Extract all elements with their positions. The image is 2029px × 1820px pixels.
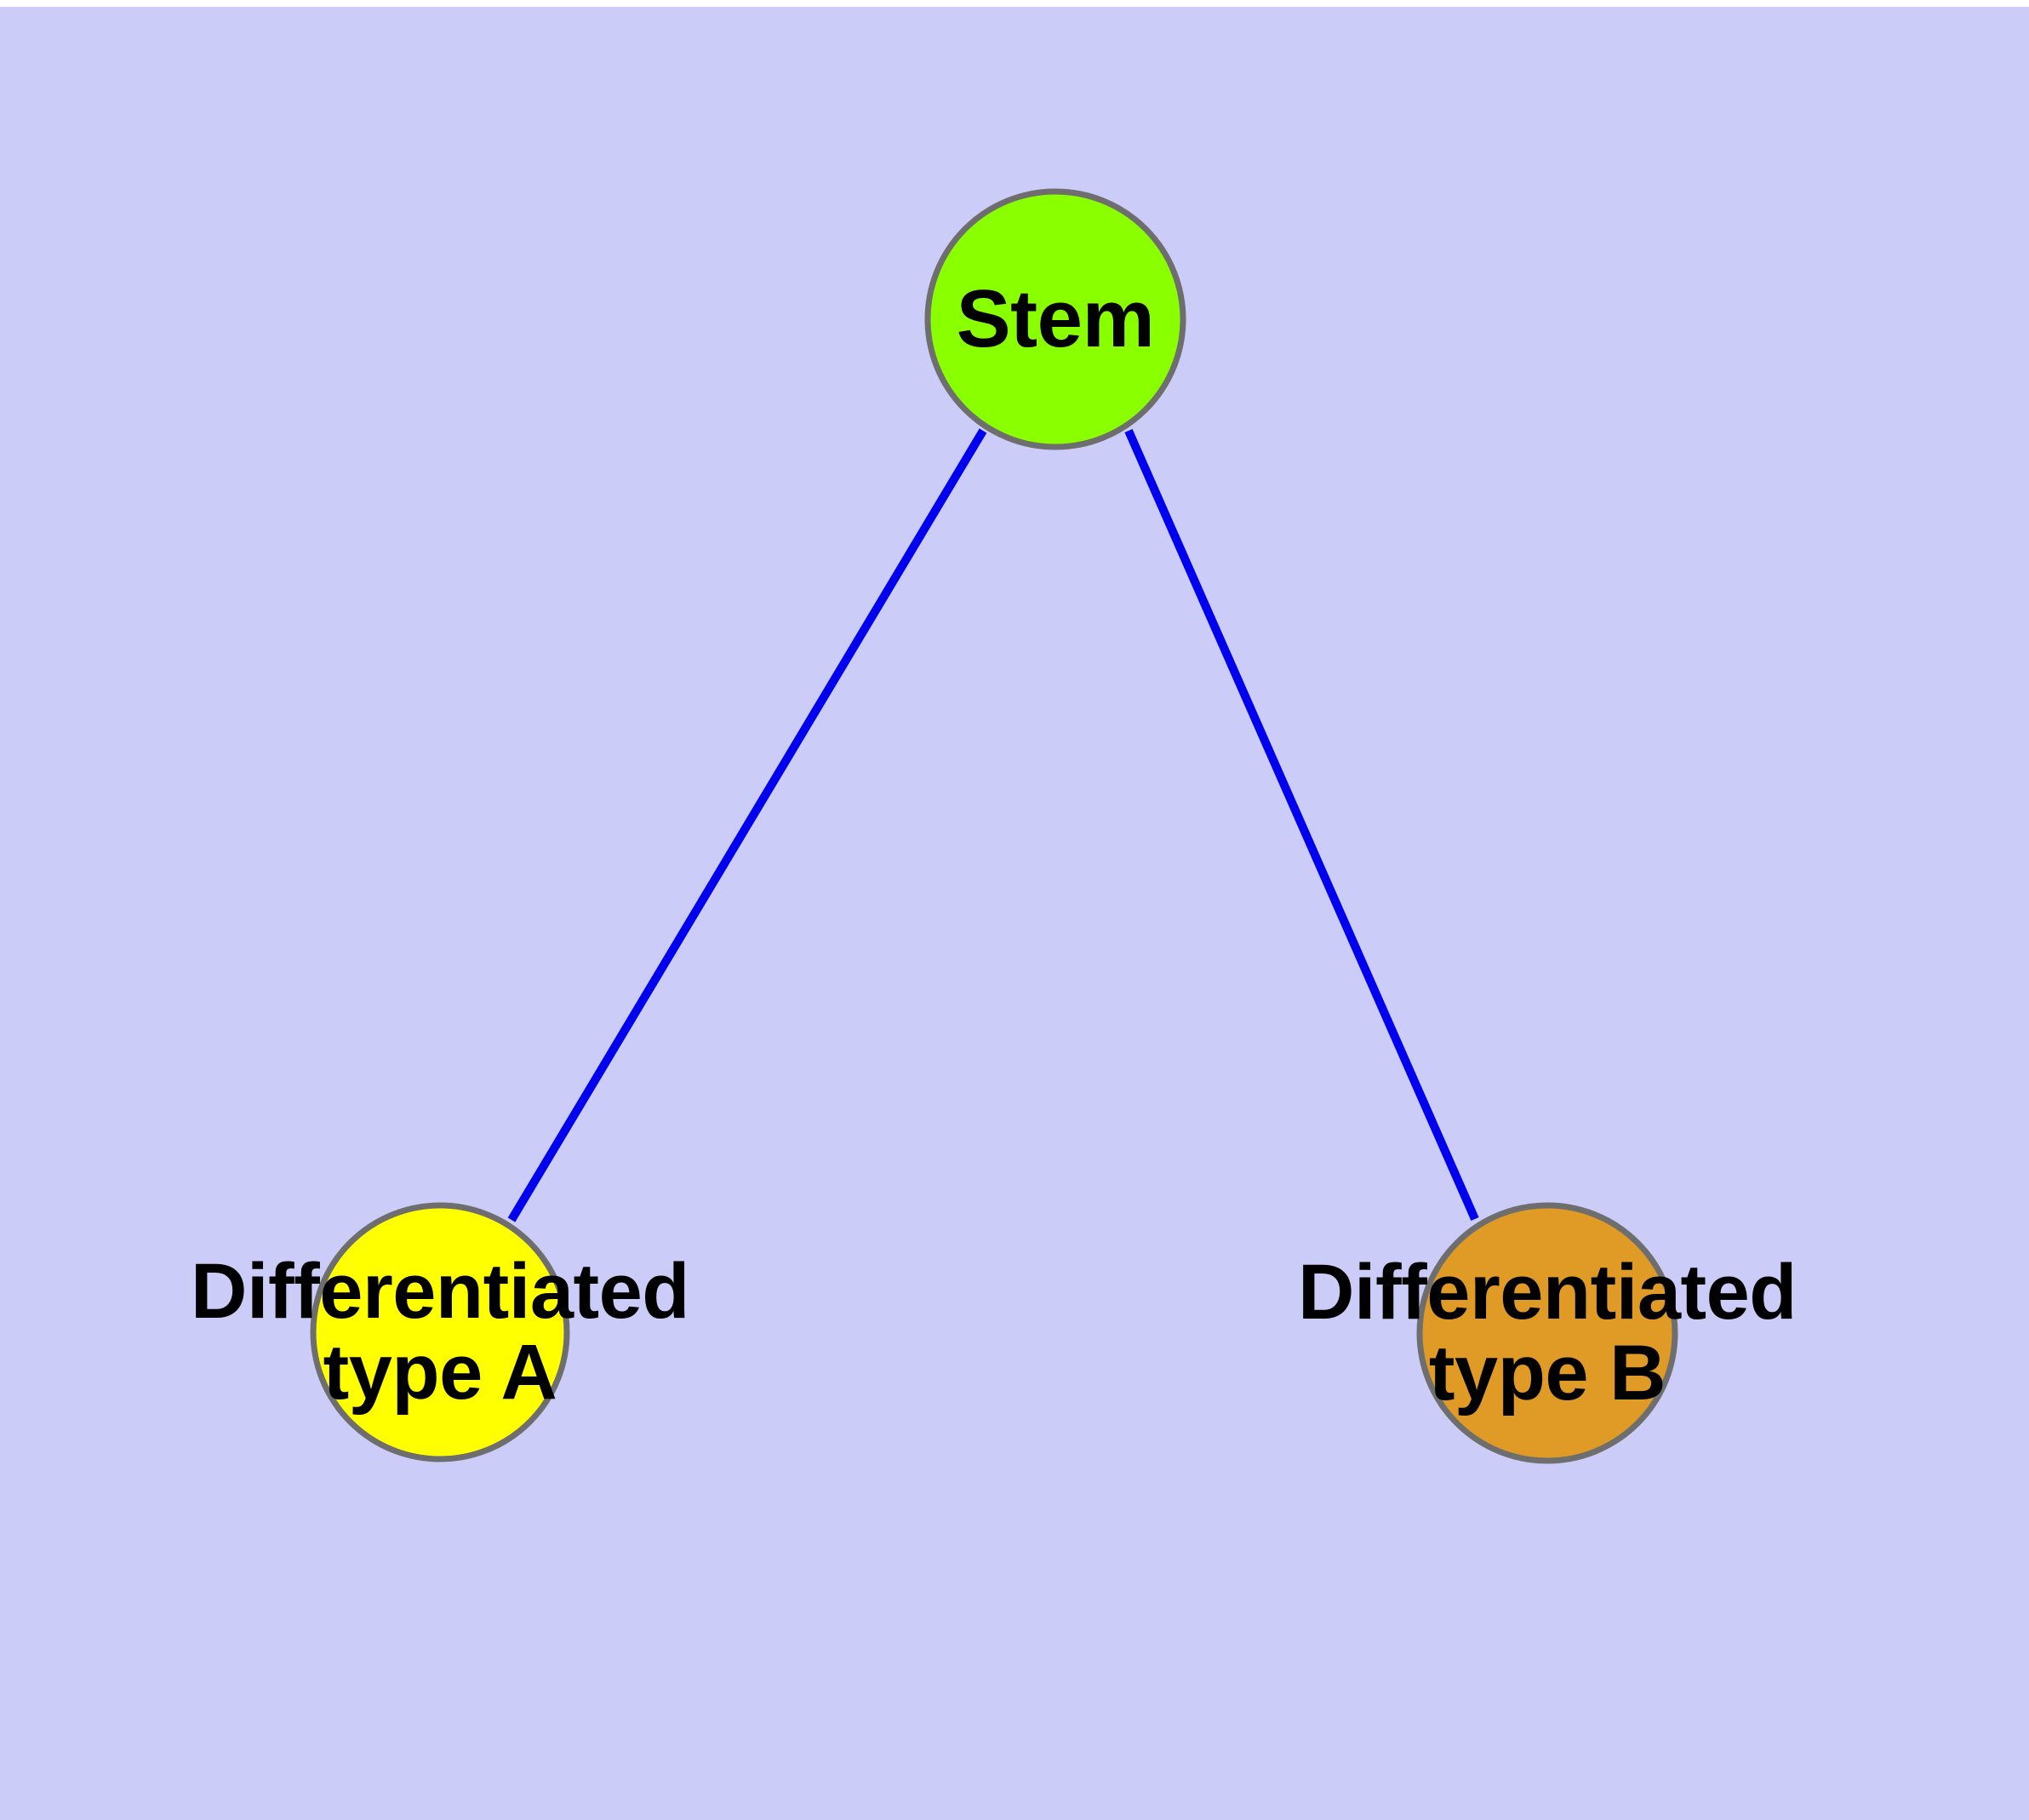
- node-layer: [310, 188, 1678, 1464]
- node-differentiated-type-a[interactable]: [310, 1202, 570, 1462]
- edge-stem-to-diff-a: [507, 428, 987, 1222]
- edge-layer: [507, 428, 1479, 1222]
- node-stem[interactable]: [924, 188, 1186, 450]
- edge-stem-to-diff-b: [1124, 428, 1479, 1222]
- node-differentiated-type-b[interactable]: [1416, 1202, 1678, 1464]
